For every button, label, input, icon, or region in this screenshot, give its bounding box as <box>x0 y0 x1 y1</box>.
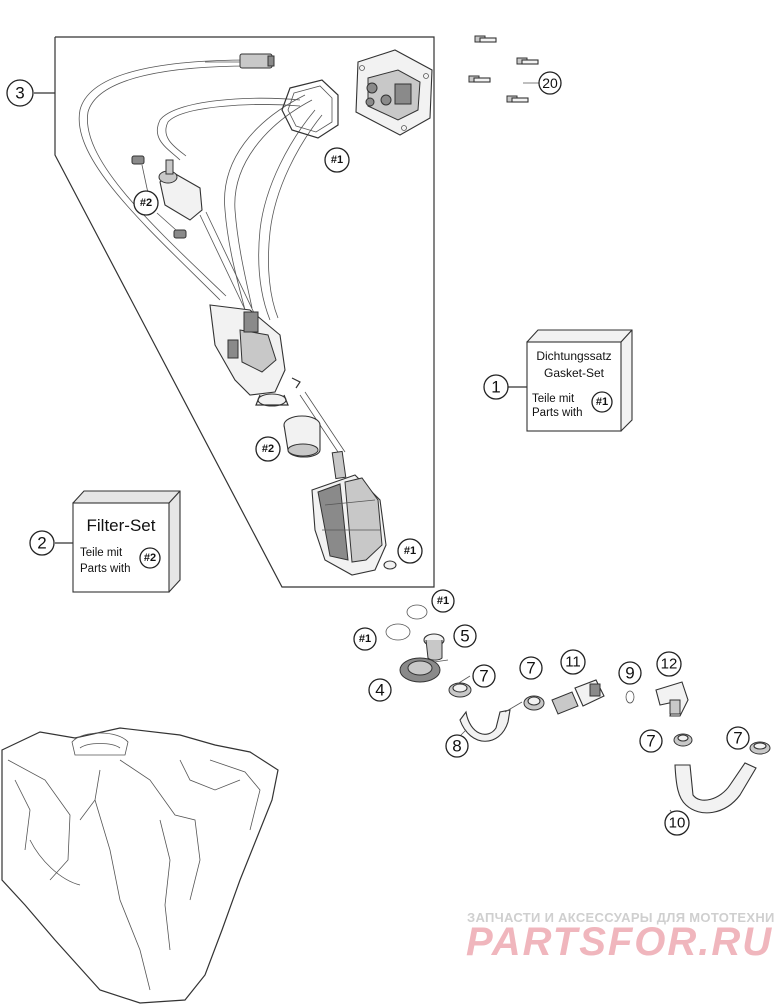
svg-text:#2: #2 <box>262 443 274 455</box>
svg-text:10: 10 <box>669 815 686 832</box>
gasket-set-box: Dichtungssatz Gasket-Set Teile mit Parts… <box>508 329 633 432</box>
fuel-pump-hoses <box>78 59 323 321</box>
pump-filter-sleeve <box>283 415 321 458</box>
ref-marker-1-pump: #1 <box>397 538 423 564</box>
svg-text:7: 7 <box>646 732 655 751</box>
svg-text:#2: #2 <box>140 197 152 209</box>
watermark-tagline: ЗАПЧАСТИ И АКСЕССУАРЫ ДЛЯ МОТОТЕХНИКИ <box>467 910 775 925</box>
watermark: ЗАПЧАСТИ И АКСЕССУАРЫ ДЛЯ МОТОТЕХНИКИ PA… <box>466 910 775 964</box>
svg-text:7: 7 <box>526 659 535 678</box>
fuel-tank <box>1 727 279 1004</box>
svg-text:#1: #1 <box>437 595 449 607</box>
small-parts <box>385 604 771 814</box>
ref-marker-2-sleeve: #2 <box>255 436 281 462</box>
svg-text:20: 20 <box>542 75 558 91</box>
callout-7-c: 7 <box>639 729 663 753</box>
filter-box-ref: #2 <box>144 552 156 564</box>
flange-screws <box>468 35 539 103</box>
callout-1: 1 <box>483 374 509 400</box>
ref-marker-1-ring-b: #1 <box>353 627 377 651</box>
callout-9: 9 <box>618 661 642 685</box>
callout-7-b: 7 <box>519 656 543 680</box>
ref-marker-1-ring-a: #1 <box>431 589 455 613</box>
svg-text:11: 11 <box>565 654 581 671</box>
filter-box-title: Filter-Set <box>87 516 156 535</box>
filter-box-body-1: Teile mit <box>80 547 123 559</box>
filter-box-body-2: Parts with <box>80 563 131 575</box>
filter-set-box: Filter-Set Teile mit Parts with #2 <box>55 490 181 593</box>
svg-text:9: 9 <box>625 664 634 683</box>
svg-text:1: 1 <box>491 378 500 397</box>
svg-text:3: 3 <box>15 84 24 103</box>
callout-3: 3 <box>6 79 34 107</box>
callout-4: 4 <box>368 678 392 702</box>
svg-text:7: 7 <box>733 729 742 748</box>
callout-2: 2 <box>29 530 55 556</box>
callout-11: 11 <box>560 649 586 675</box>
gasket-box-ref: #1 <box>596 396 608 408</box>
gasket-box-title-2: Gasket-Set <box>544 366 605 380</box>
svg-text:7: 7 <box>479 667 488 686</box>
gasket-box-body-1: Teile mit <box>532 393 575 405</box>
svg-text:#1: #1 <box>331 154 343 166</box>
pump-flange <box>355 49 433 136</box>
watermark-logo: PARTSFOR.RU <box>466 920 773 964</box>
ref-marker-2-clamps: #2 <box>133 190 159 216</box>
svg-text:#1: #1 <box>404 545 416 557</box>
wiring-connector <box>205 53 275 69</box>
svg-text:8: 8 <box>452 737 461 756</box>
gasket-box-title-1: Dichtungssatz <box>536 349 611 363</box>
callout-12: 12 <box>656 651 682 677</box>
callout-5: 5 <box>453 624 477 648</box>
gasket-box-body-2: Parts with <box>532 407 583 419</box>
callout-8: 8 <box>445 734 469 758</box>
ref-marker-1-flange: #1 <box>324 147 350 173</box>
svg-text:5: 5 <box>460 627 469 646</box>
svg-text:#1: #1 <box>359 633 371 645</box>
pump-regulator <box>209 304 346 456</box>
svg-text:4: 4 <box>375 681 384 700</box>
hose-clamps <box>131 155 187 239</box>
fuel-pump <box>311 450 397 576</box>
svg-text:2: 2 <box>37 534 46 553</box>
callout-20: 20 <box>538 71 562 95</box>
flange-oring <box>281 79 339 139</box>
fuel-pump-assembly-frame <box>34 36 435 588</box>
callout-7-a: 7 <box>472 664 496 688</box>
fuel-filter <box>158 159 203 221</box>
svg-text:12: 12 <box>661 656 678 673</box>
callout-10: 10 <box>664 810 690 836</box>
callout-7-d: 7 <box>726 726 750 750</box>
